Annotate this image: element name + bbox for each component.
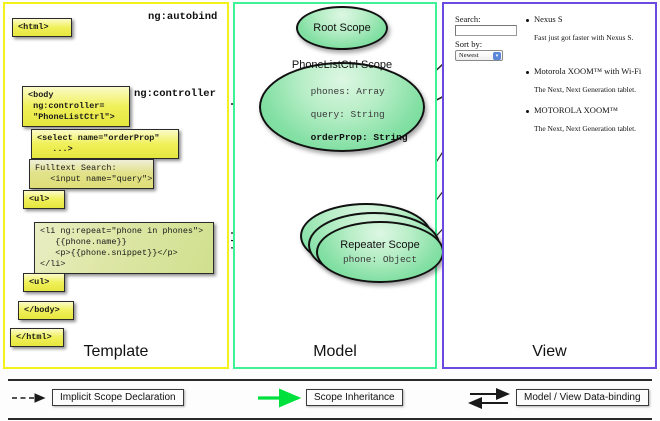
search-label: Search:	[455, 14, 481, 24]
scope-root[interactable]: Root Scope	[296, 6, 388, 50]
code-box-html-open[interactable]: <html>	[12, 18, 72, 37]
prop-phones: phones: Array	[310, 86, 385, 98]
prop-orderprop: orderProp: String	[310, 131, 408, 143]
scope-root-title: Root Scope	[313, 21, 371, 34]
phone-snippet-2: The Next, Next Generation tablet.	[534, 124, 637, 133]
code-box-html-close[interactable]: </html>	[10, 328, 64, 347]
sort-by-selected-value: Newest	[459, 52, 479, 59]
model-column-label: Model	[313, 343, 357, 360]
legend-label-data-binding: Model / View Data-binding	[516, 389, 649, 406]
scope-phonelistctrl-props: phones: Array query: String orderProp: S…	[276, 75, 408, 155]
view-column: View	[442, 2, 657, 369]
legend-label-scope-inheritance: Scope Inheritance	[306, 389, 403, 406]
scope-repeater-props: phone: Object	[342, 253, 418, 265]
code-box-li-repeat[interactable]: <li ng:repeat="phone in phones"> {{phone…	[34, 222, 214, 274]
phone-snippet-1: The Next, Next Generation tablet.	[534, 85, 637, 94]
template-column-label: Template	[83, 343, 149, 360]
scope-repeater-title: Repeater Scope	[340, 238, 420, 251]
chevron-down-icon: ▾	[493, 52, 501, 60]
label-ng-autobind: ng:autobind	[148, 11, 218, 23]
prop-query: query: String	[310, 108, 385, 120]
list-bullet	[526, 110, 529, 113]
sort-by-label: Sort by:	[455, 39, 483, 49]
legend-rule-bottom	[8, 418, 652, 420]
sort-by-select[interactable]: Newest ▾	[455, 50, 503, 61]
phone-name-2: MOTOROLA XOOM™	[534, 105, 618, 115]
legend-label-implicit-scope: Implicit Scope Declaration	[52, 389, 184, 406]
list-bullet	[526, 19, 529, 22]
scope-phonelistctrl-title: PhoneListCtrl Scope	[291, 59, 393, 72]
search-input[interactable]	[455, 25, 517, 36]
code-box-fulltext-search[interactable]: Fulltext Search: <input name="query">	[29, 159, 154, 189]
label-ng-controller: ng:controller	[134, 88, 216, 100]
code-box-body-open[interactable]: <body ng:controller= "PhoneListCtrl">	[22, 86, 130, 127]
scope-repeater[interactable]: Repeater Scope phone: Object	[316, 221, 444, 283]
code-box-select[interactable]: <select name="orderProp" ...>	[31, 129, 179, 159]
legend: Implicit Scope Declaration Scope Inherit…	[0, 378, 660, 421]
model-column: Model	[233, 2, 437, 369]
phone-snippet-0: Fast just got faster with Nexus S.	[534, 33, 634, 42]
scope-phonelistctrl[interactable]: PhoneListCtrl Scope phones: Array query:…	[259, 59, 425, 155]
phone-name-0: Nexus S	[534, 14, 563, 24]
code-box-ul-close[interactable]: <ul>	[23, 273, 65, 292]
legend-rule-top	[8, 379, 652, 381]
view-column-label: View	[532, 343, 567, 360]
phone-name-1: Motorola XOOM™ with Wi-Fi	[534, 66, 642, 76]
code-box-body-close[interactable]: </body>	[18, 301, 74, 320]
list-bullet	[526, 71, 529, 74]
code-box-ul-open[interactable]: <ul>	[23, 190, 65, 209]
